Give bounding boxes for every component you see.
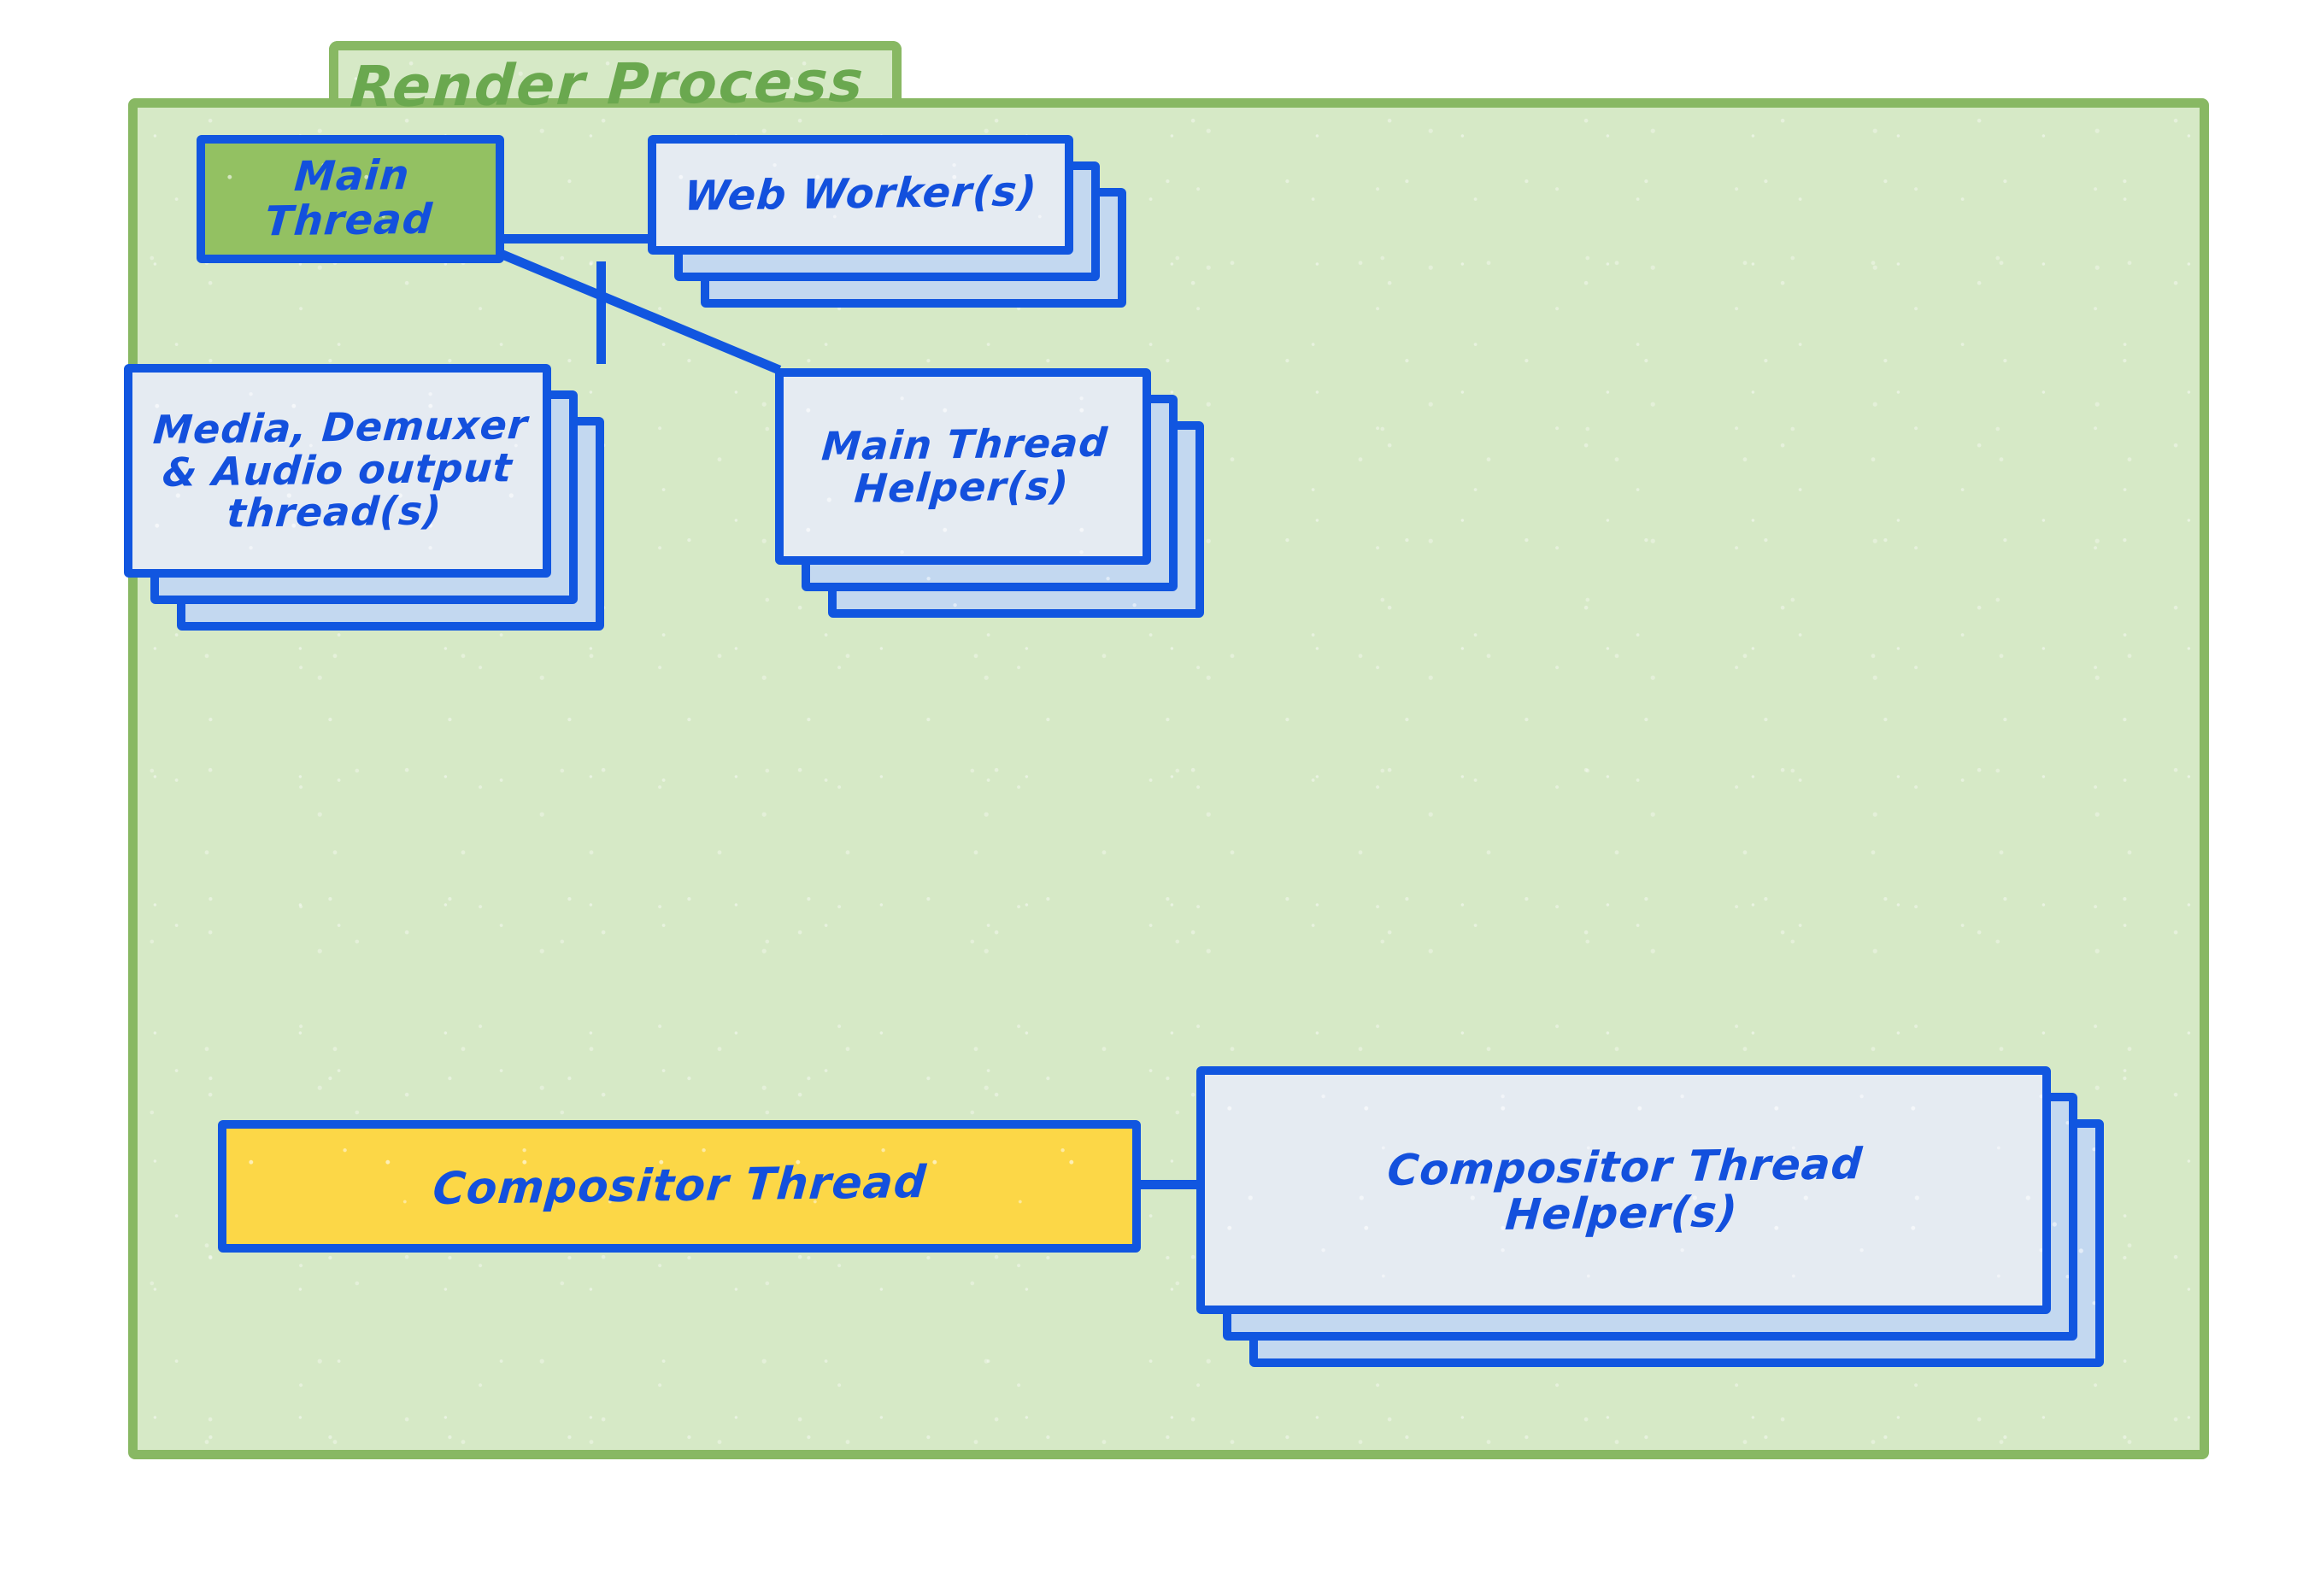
connector-main-thread-to-helper [500, 249, 782, 375]
main-thread-helper-label: Main Thread Helper(s) [820, 419, 1110, 512]
compositor-thread-helper-label: Compositor Thread Helper(s) [1385, 1139, 1865, 1240]
node-media-demuxer-audio[interactable]: Media, Demuxer & Audio output thread(s) [124, 364, 628, 631]
render-process-container: Render Process Main Thread Web Worker(s) [124, 41, 2209, 1459]
media-demuxer-audio-label: Media, Demuxer & Audio output thread(s) [151, 402, 530, 537]
connector-compositor-to-helper [1141, 1180, 1196, 1189]
compositor-thread-card[interactable]: Compositor Thread [218, 1120, 1141, 1253]
connector-main-thread-to-media [596, 261, 606, 364]
node-main-thread[interactable]: Main Thread [197, 135, 504, 263]
web-worker-card[interactable]: Web Worker(s) [648, 135, 1073, 255]
connector-main-thread-to-web-worker [504, 234, 648, 244]
node-compositor-thread-helper[interactable]: Compositor Thread Helper(s) [1196, 1066, 2153, 1374]
node-web-worker[interactable]: Web Worker(s) [648, 135, 1126, 319]
node-main-thread-helper[interactable]: Main Thread Helper(s) [775, 368, 1254, 625]
main-thread-card[interactable]: Main Thread [197, 135, 504, 263]
media-demuxer-audio-card[interactable]: Media, Demuxer & Audio output thread(s) [124, 364, 551, 578]
main-thread-label: Main Thread [263, 151, 435, 246]
node-compositor-thread[interactable]: Compositor Thread [218, 1120, 1141, 1253]
web-worker-label: Web Worker(s) [682, 167, 1039, 220]
folder-tab [329, 41, 902, 118]
compositor-thread-label: Compositor Thread [431, 1157, 928, 1216]
main-thread-helper-card[interactable]: Main Thread Helper(s) [775, 368, 1151, 565]
compositor-thread-helper-card[interactable]: Compositor Thread Helper(s) [1196, 1066, 2051, 1314]
